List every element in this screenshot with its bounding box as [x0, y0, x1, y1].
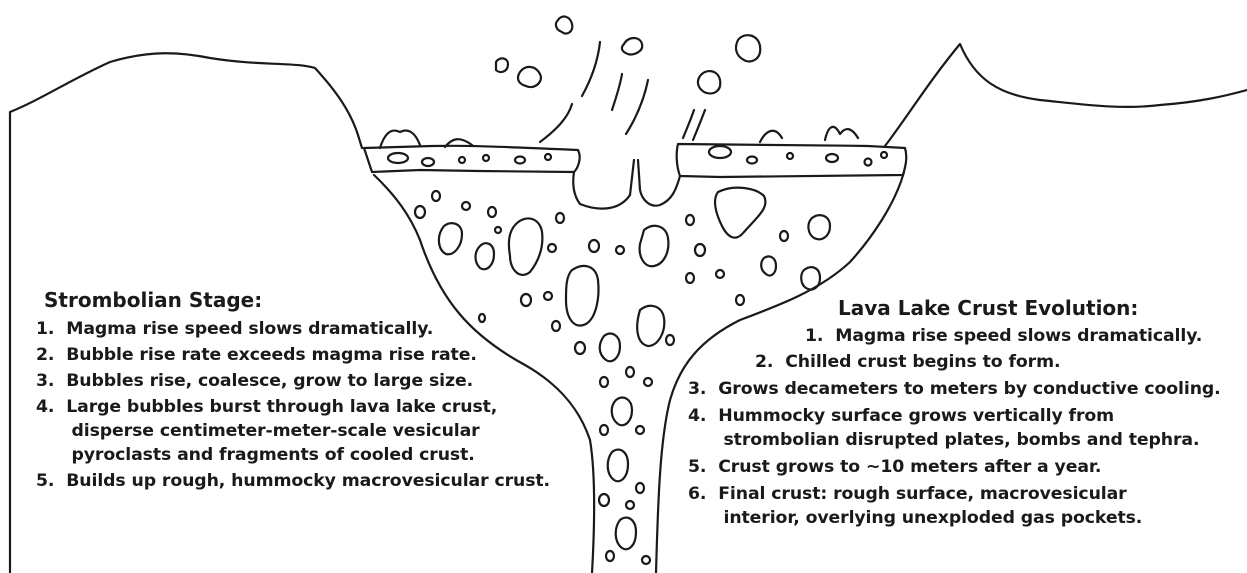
small-bubble	[552, 321, 560, 331]
pyroclast	[518, 67, 541, 87]
small-bubble	[606, 551, 614, 561]
small-bubble	[462, 202, 470, 210]
large-bubble	[640, 226, 669, 266]
small-bubble	[626, 367, 634, 377]
small-bubble	[780, 231, 788, 241]
eruption-arc	[626, 80, 648, 134]
small-bubble	[686, 273, 694, 283]
small-bubble	[636, 483, 644, 493]
small-bubble	[616, 246, 624, 254]
small-bubble	[488, 207, 496, 217]
small-bubble	[495, 227, 501, 233]
small-bubble	[626, 501, 634, 509]
small-bubble	[415, 206, 425, 218]
eruption-arc	[582, 42, 600, 96]
left-crust-underside	[573, 160, 634, 209]
pyroclast	[622, 38, 642, 55]
small-bubble	[556, 213, 564, 223]
strombolian-step-1: 1. Magma rise speed slows dramatically.	[36, 319, 433, 339]
small-bubble	[666, 335, 674, 345]
crust-step-5: 5. Crust grows to ~10 meters after a yea…	[688, 457, 1101, 477]
crust-vesicle	[545, 154, 551, 160]
large-bubble	[566, 266, 599, 326]
crust-vesicle	[787, 153, 793, 159]
crust-vesicle	[881, 152, 887, 158]
crust-step-2: 2. Chilled crust begins to form.	[755, 352, 1060, 372]
small-bubble	[575, 342, 585, 354]
crust-step-6: 6. Final crust: rough surface, macrovesi…	[688, 484, 1127, 504]
large-bubble	[715, 188, 765, 238]
small-bubble	[695, 244, 705, 256]
large-bubble	[608, 450, 628, 482]
small-bubble	[636, 426, 644, 434]
strombolian-step-4-cont-1: disperse centimeter-meter-scale vesicula…	[36, 421, 480, 441]
small-bubble	[599, 494, 609, 506]
eruption-arc	[612, 74, 622, 110]
small-bubble	[521, 294, 531, 306]
small-bubble	[548, 244, 556, 252]
large-bubble	[476, 243, 495, 269]
crust-vesicle	[483, 155, 489, 161]
crust-step-1: 1. Magma rise speed slows dramatically.	[805, 326, 1202, 346]
crust-step-6-cont: interior, overlying unexploded gas pocke…	[688, 508, 1142, 528]
strombolian-stage-heading: Strombolian Stage:	[44, 288, 262, 312]
strombolian-step-4-cont-2: pyroclasts and fragments of cooled crust…	[36, 445, 475, 465]
small-bubble	[644, 378, 652, 386]
crust-vesicle	[826, 154, 838, 162]
large-bubble	[616, 518, 636, 550]
small-bubble	[642, 556, 650, 564]
lava-lake-crust-heading: Lava Lake Crust Evolution:	[838, 296, 1138, 320]
eruption-arc	[693, 110, 705, 140]
large-bubble	[801, 267, 820, 289]
small-bubble	[544, 292, 552, 300]
small-bubble	[600, 377, 608, 387]
crust-vesicle	[515, 157, 525, 164]
crust-step-3: 3. Grows decameters to meters by conduct…	[688, 379, 1221, 399]
crust-vesicle	[459, 157, 465, 163]
pyroclast	[736, 35, 760, 61]
strombolian-step-5: 5. Builds up rough, hummocky macrovesicu…	[36, 471, 550, 491]
small-bubble	[479, 314, 485, 322]
right-crater-wall	[885, 44, 1247, 146]
crust-vesicle	[865, 159, 872, 166]
crust-step-4: 4. Hummocky surface grows vertically fro…	[688, 406, 1114, 426]
large-bubble	[637, 306, 664, 346]
large-bubble	[509, 218, 542, 274]
small-bubble	[432, 191, 440, 201]
crust-vesicle	[747, 157, 757, 164]
large-bubble	[439, 223, 462, 254]
crust-vesicle	[709, 146, 731, 158]
small-bubble	[736, 295, 744, 305]
large-bubble	[612, 398, 632, 426]
strombolian-step-4: 4. Large bubbles burst through lava lake…	[36, 397, 497, 417]
small-bubble	[600, 425, 608, 435]
crust-vesicle	[388, 153, 408, 163]
crust-step-4-cont: strombolian disrupted plates, bombs and …	[688, 430, 1199, 450]
pyroclast	[556, 17, 572, 34]
pyroclast	[698, 71, 720, 93]
right-crust-underside	[638, 160, 680, 206]
large-bubble	[808, 215, 830, 239]
pyroclast	[496, 58, 508, 72]
right-hummocks	[760, 127, 858, 142]
large-bubble	[761, 256, 776, 275]
strombolian-step-3: 3. Bubbles rise, coalesce, grow to large…	[36, 371, 473, 391]
crust-vesicle	[422, 158, 434, 166]
small-bubble	[686, 215, 694, 225]
left-crater-wall	[10, 53, 362, 573]
small-bubble	[589, 240, 599, 252]
strombolian-step-2: 2. Bubble rise rate exceeds magma rise r…	[36, 345, 477, 365]
eruption-arc	[683, 110, 694, 138]
eruption-arc	[540, 104, 572, 142]
large-bubble	[600, 334, 620, 362]
small-bubble	[716, 270, 724, 278]
